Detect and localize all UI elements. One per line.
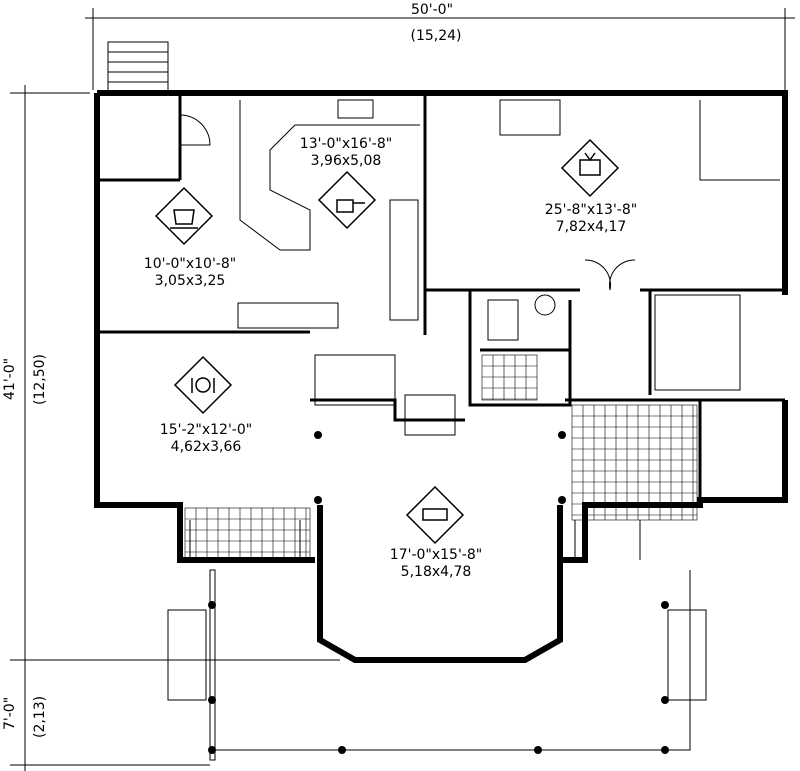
room-imperial: 10'-0"x10'-8" xyxy=(143,256,237,272)
room-metric: 3,05x3,25 xyxy=(154,273,226,289)
depth-metric: (12,50) xyxy=(32,353,48,405)
room-imperial: 13'-0"x16'-8" xyxy=(299,136,393,152)
room-imperial: 17'-0"x15'-8" xyxy=(389,547,483,563)
plate-icon xyxy=(173,355,233,415)
family-room-label: 25'-8"x13'-8" 7,82x4,17 xyxy=(545,202,637,236)
room-metric: 3,96x5,08 xyxy=(310,153,382,169)
dining-room-label: 15'-2"x12'-0" 4,62x3,66 xyxy=(160,422,252,456)
room-metric: 5,18x4,78 xyxy=(400,564,472,580)
width-imperial: 50'-0" xyxy=(410,2,454,18)
room-imperial: 25'-8"x13'-8" xyxy=(544,202,638,218)
interior-walls xyxy=(97,93,785,505)
pot-icon xyxy=(317,170,377,230)
porch-columns xyxy=(208,431,669,754)
exterior-walls xyxy=(94,90,788,663)
sofa-icon xyxy=(405,485,465,545)
dimension-lines xyxy=(10,8,795,771)
kitchen-label: 13'-0"x16'-8" 3,96x5,08 xyxy=(300,136,392,170)
fixtures xyxy=(107,41,780,761)
width-metric: (15,24) xyxy=(410,28,462,44)
depth-imperial: 41'-0" xyxy=(2,357,18,400)
room-metric: 4,62x3,66 xyxy=(170,439,242,455)
tile-floor xyxy=(184,354,698,559)
room-imperial: 15'-2"x12'-0" xyxy=(159,422,253,438)
porch-metric: (2,13) xyxy=(32,695,48,738)
living-room-label: 17'-0"x15'-8" 5,18x4,78 xyxy=(390,547,482,581)
coffee-cup-icon xyxy=(154,186,214,246)
breakfast-label: 10'-0"x10'-8" 3,05x3,25 xyxy=(144,256,236,290)
tv-icon xyxy=(560,138,620,198)
porch-imperial: 7'-0" xyxy=(2,696,18,730)
room-metric: 7,82x4,17 xyxy=(555,219,627,235)
